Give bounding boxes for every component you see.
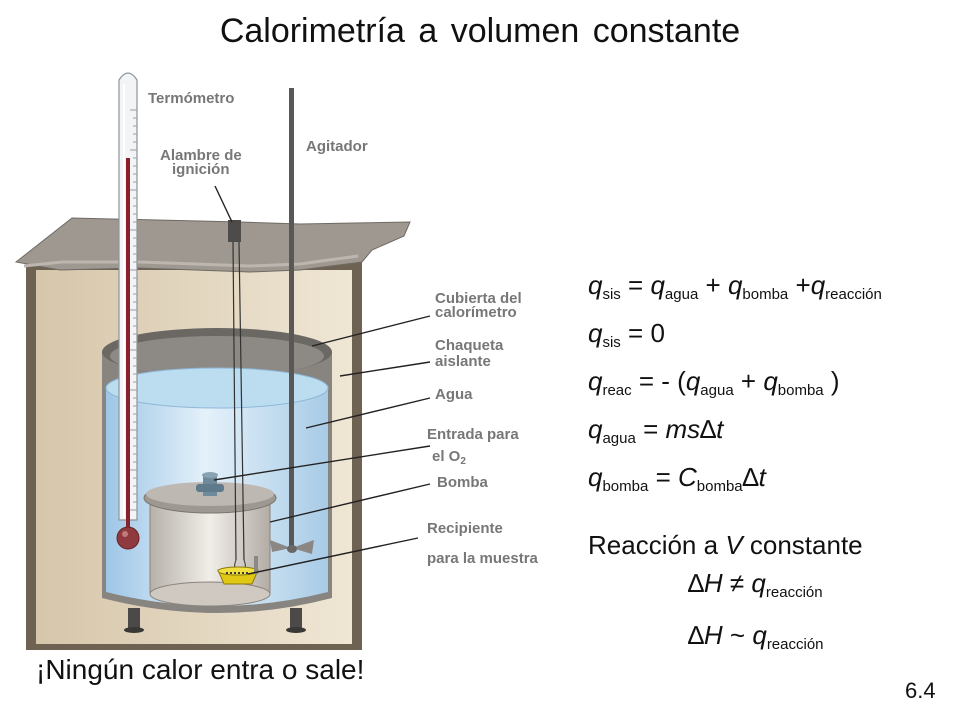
stirrer [270, 88, 314, 554]
ignition-wire [228, 220, 246, 573]
bomb [143, 472, 277, 607]
label-alambre-line1: Alambre de [160, 147, 242, 164]
thermometer [116, 72, 140, 550]
label-entrada-line1: Entrada para [427, 426, 519, 443]
label-agua: Agua [435, 386, 473, 403]
label-cubierta-line2: calorímetro [435, 304, 517, 321]
constant-volume-heading: Reacción a V constante [588, 530, 863, 560]
page-number: 6.4 [905, 678, 936, 703]
label-recipiente-line1: Recipiente [427, 520, 503, 537]
label-entrada-line2: el O2 [432, 448, 466, 467]
equation-5: qbomba = Cbomba∆t [588, 462, 766, 495]
no-heat-note: ¡Ningún calor entra o sale! [36, 654, 365, 685]
label-termometro: Termómetro [148, 90, 235, 107]
label-alambre-line2: ignición [172, 161, 230, 178]
label-bomba: Bomba [437, 474, 488, 491]
label-chaqueta-line2: aislante [435, 353, 491, 370]
leader-lines [213, 185, 431, 575]
label-recipiente-line2: para la muestra [427, 550, 538, 567]
label-cubierta-line1: Cubierta del [435, 290, 522, 307]
enthalpy-relation-1: ∆H ≠ qreacción [688, 568, 823, 601]
enthalpy-relation-2: ∆H ~ qreacción [688, 620, 824, 653]
label-agitador: Agitador [306, 138, 368, 155]
equation-4: qagua = ms∆t [588, 414, 724, 447]
equation-3: qreac = - (qagua + qbomba ) [588, 366, 840, 399]
equation-1: qsis = qagua + qbomba +qreacción [588, 270, 882, 303]
label-entrada-subscript: 2 [460, 456, 466, 467]
equation-2: qsis = 0 [588, 318, 665, 351]
label-chaqueta-line1: Chaqueta [435, 337, 504, 354]
page-title: Calorimetría a volumen constante [219, 12, 741, 50]
